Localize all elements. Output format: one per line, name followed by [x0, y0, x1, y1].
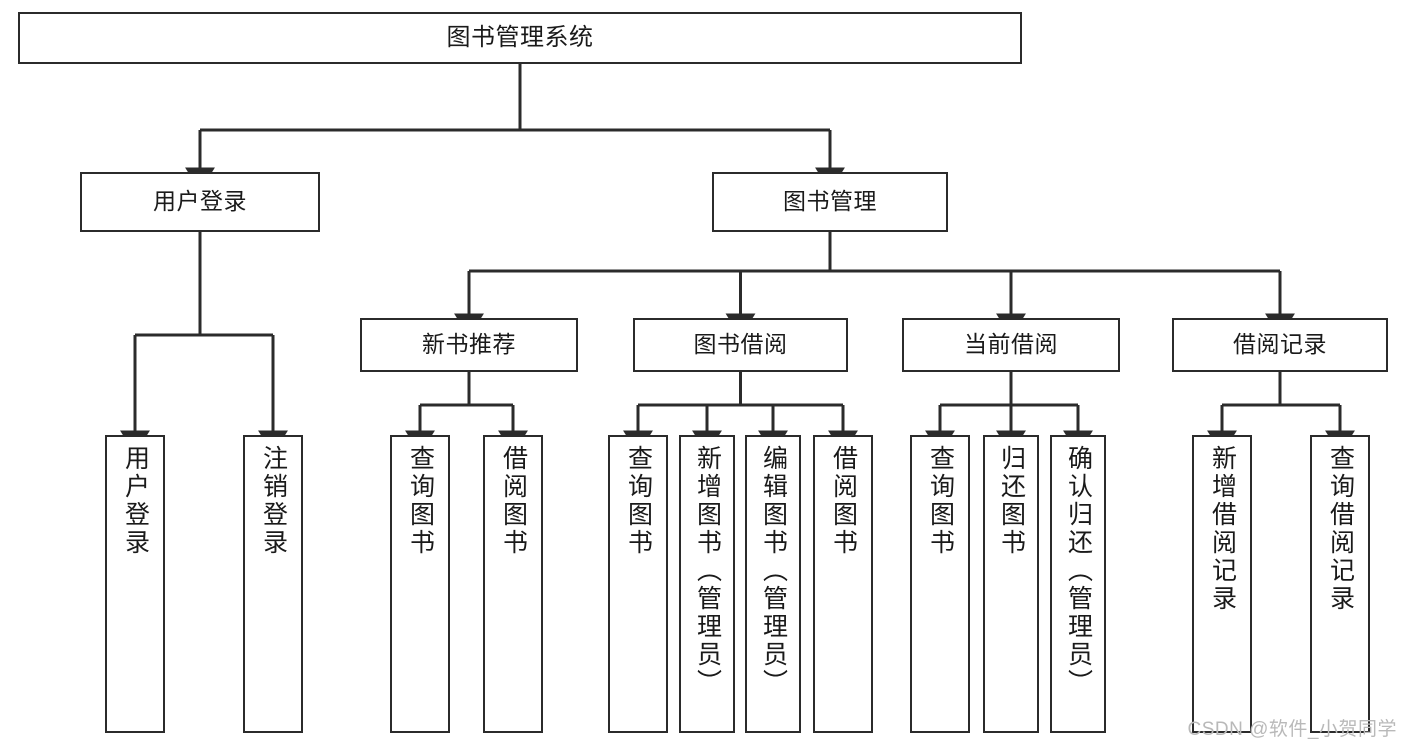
node-label: 借阅记录: [1233, 331, 1327, 358]
node-label: 新书推荐: [422, 331, 516, 358]
node-current-borrow[interactable]: 当前借阅: [902, 318, 1120, 372]
node-leaf-query-record[interactable]: 查询借阅记录: [1310, 435, 1370, 733]
node-leaf-user-login[interactable]: 用户登录: [105, 435, 165, 733]
node-label: 确认归还（管理员）: [1064, 445, 1093, 697]
node-borrow-record[interactable]: 借阅记录: [1172, 318, 1388, 372]
node-label: 编辑图书（管理员）: [759, 445, 788, 697]
node-root[interactable]: 图书管理系统: [18, 12, 1022, 64]
node-label: 图书管理: [783, 188, 877, 215]
node-leaf-edit-book[interactable]: 编辑图书（管理员）: [745, 435, 801, 733]
node-leaf-borrow-book-1[interactable]: 借阅图书: [483, 435, 543, 733]
node-label: 归还图书: [997, 445, 1026, 557]
node-label: 借阅图书: [829, 445, 858, 557]
watermark-text: CSDN @软件_小贺同学: [1187, 719, 1397, 740]
node-leaf-query-book-3[interactable]: 查询图书: [910, 435, 970, 733]
node-leaf-query-book-1[interactable]: 查询图书: [390, 435, 450, 733]
node-leaf-borrow-book-2[interactable]: 借阅图书: [813, 435, 873, 733]
node-label: 查询图书: [406, 445, 435, 557]
node-label: 新增图书（管理员）: [693, 445, 722, 697]
node-label: 当前借阅: [964, 331, 1058, 358]
node-leaf-add-book[interactable]: 新增图书（管理员）: [679, 435, 735, 733]
node-label: 借阅图书: [499, 445, 528, 557]
node-leaf-add-record[interactable]: 新增借阅记录: [1192, 435, 1252, 733]
node-leaf-confirm-ret[interactable]: 确认归还（管理员）: [1050, 435, 1106, 733]
tree-connectors: [120, 64, 1355, 455]
node-leaf-query-book-2[interactable]: 查询图书: [608, 435, 668, 733]
node-leaf-user-logout[interactable]: 注销登录: [243, 435, 303, 733]
node-leaf-return-book[interactable]: 归还图书: [983, 435, 1039, 733]
node-book-borrow[interactable]: 图书借阅: [633, 318, 848, 372]
node-new-book-rec[interactable]: 新书推荐: [360, 318, 578, 372]
node-label: 注销登录: [259, 445, 288, 557]
node-label: 图书借阅: [693, 331, 788, 358]
node-label: 用户登录: [121, 445, 150, 557]
node-label: 查询图书: [926, 445, 955, 557]
node-book-manage[interactable]: 图书管理: [712, 172, 948, 232]
node-label: 用户登录: [153, 188, 247, 215]
node-user-login[interactable]: 用户登录: [80, 172, 320, 232]
node-label: 图书管理系统: [446, 23, 594, 51]
node-label: 查询借阅记录: [1326, 445, 1355, 613]
node-label: 新增借阅记录: [1208, 445, 1237, 613]
node-label: 查询图书: [624, 445, 653, 557]
